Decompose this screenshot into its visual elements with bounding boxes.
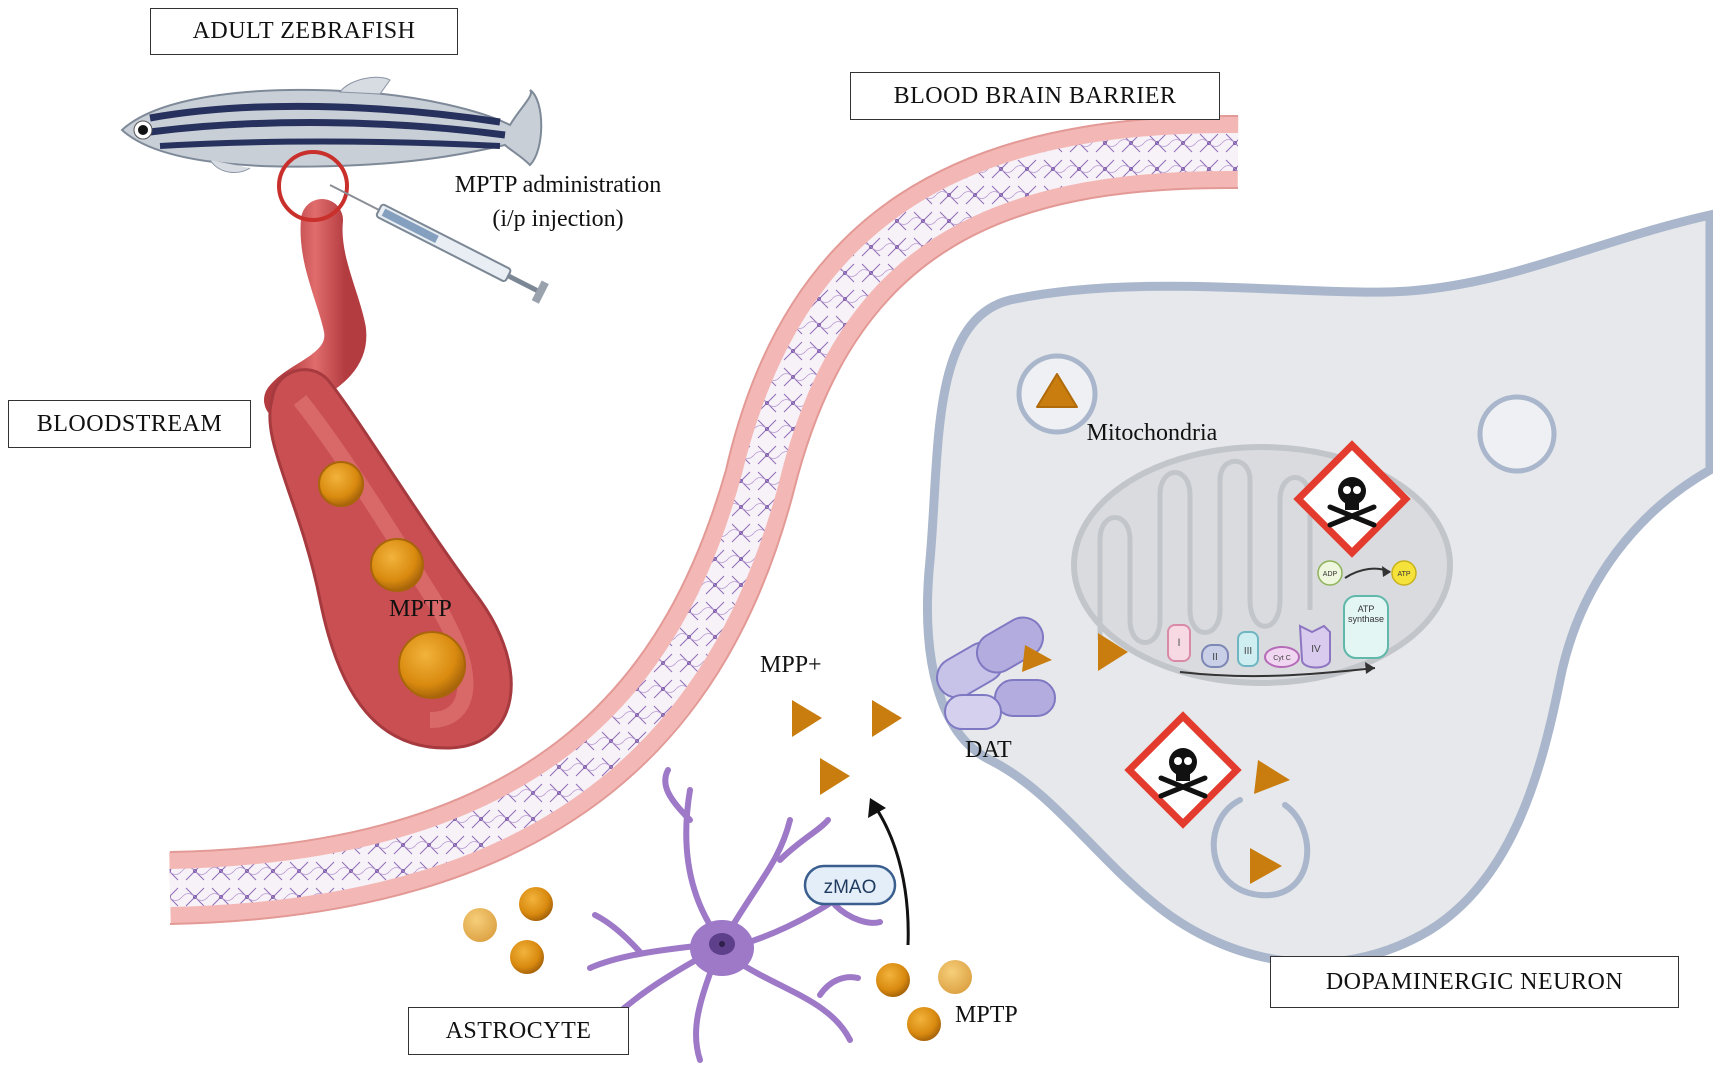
mpp-triangle xyxy=(820,758,850,795)
astrocyte-label: ASTROCYTE xyxy=(408,1007,629,1055)
mptp-particle xyxy=(398,631,466,699)
conversion-arrowhead xyxy=(868,798,886,818)
mptp-administration-label: MPTP administration xyxy=(454,172,662,198)
bloodstream-label: BLOODSTREAM xyxy=(8,400,251,448)
blood-brain-barrier-label: BLOOD BRAIN BARRIER xyxy=(850,72,1220,120)
mptp-particle xyxy=(510,940,544,974)
nucleolus xyxy=(719,941,725,947)
empty-vesicle xyxy=(1477,394,1557,474)
mptp-astrocyte-label: MPTP xyxy=(955,1002,1018,1028)
electron-transport-chain xyxy=(1167,560,1417,678)
complex-iii-label: III xyxy=(1244,646,1252,657)
complex-ii-label: II xyxy=(1212,652,1218,663)
ip-injection-label: (i/p injection) xyxy=(492,206,624,232)
mpp-triangle xyxy=(1254,760,1290,794)
atp-synthase-label-2: synthase xyxy=(1348,614,1384,624)
atp-synthase-label-1: ATP xyxy=(1358,604,1375,614)
complex-i-label: I xyxy=(1177,637,1180,649)
skull-crossbones-hazard-icon xyxy=(1293,440,1411,558)
complex-iv-label: IV xyxy=(1311,644,1321,655)
blood-brain-barrier-membrane xyxy=(169,114,1239,925)
mptp-particle xyxy=(907,1007,941,1041)
mptp-particle xyxy=(876,963,910,997)
conversion-arrow xyxy=(874,807,910,946)
mpp-plus-label: MPP+ xyxy=(760,652,822,678)
blood-vessel xyxy=(264,199,513,750)
mptp-vessel-label: MPTP xyxy=(389,596,452,622)
mpp-triangle xyxy=(872,700,902,737)
atp-label: ATP xyxy=(1397,571,1410,578)
mitochondria-label: Mitochondria xyxy=(1087,420,1218,446)
exocytosis-vesicle xyxy=(1210,797,1311,899)
skull-crossbones-hazard-icon xyxy=(1124,711,1242,829)
mptp-particle xyxy=(519,887,553,921)
adp-label: ADP xyxy=(1323,571,1338,578)
mpp-triangle xyxy=(792,700,822,737)
mptp-particle xyxy=(463,908,497,942)
astrocyte-cell xyxy=(587,767,883,1063)
zebrafish-icon xyxy=(120,76,543,173)
injection-site-circle xyxy=(277,150,349,222)
adult-zebrafish-label: ADULT ZEBRAFISH xyxy=(150,8,458,55)
zmao-label: zMAO xyxy=(824,877,877,898)
zmao-enzyme-pill xyxy=(803,864,897,906)
mptp-particle xyxy=(938,960,972,994)
mpp-triangle xyxy=(1098,633,1128,671)
dat-transporter xyxy=(936,616,1056,730)
cyt-c-label: Cyt C xyxy=(1273,655,1291,662)
mptp-particle xyxy=(318,461,364,507)
vesicle-with-mpp xyxy=(1016,353,1098,435)
dat-label: DAT xyxy=(965,737,1012,763)
syringe-icon xyxy=(329,184,549,304)
dopaminergic-neuron-label: DOPAMINERGIC NEURON xyxy=(1270,956,1679,1008)
mptp-particle xyxy=(370,538,424,592)
